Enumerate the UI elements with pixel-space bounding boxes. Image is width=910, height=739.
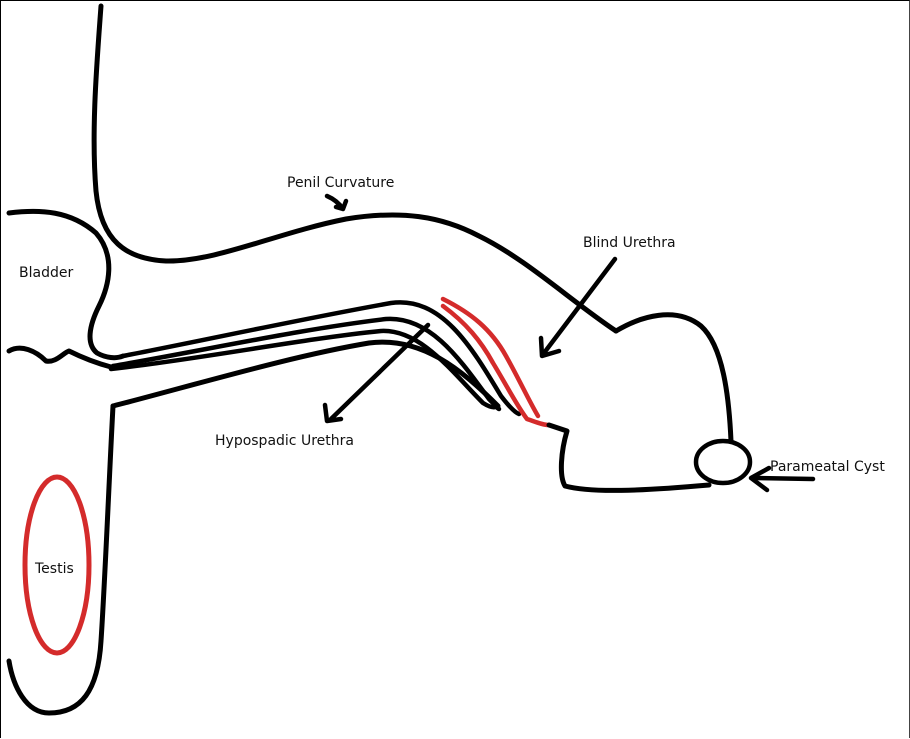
curvature-arrow — [327, 196, 346, 209]
body-contour-upper — [94, 6, 616, 331]
label-hypospadic-urethra: Hypospadic Urethra — [215, 433, 354, 449]
shaft-ventral-contour — [113, 342, 498, 406]
bladder-outline — [9, 211, 123, 357]
label-penil-curvature: Penil Curvature — [287, 175, 394, 191]
glans-outline-upper — [616, 315, 731, 441]
label-testis: Testis — [34, 561, 74, 577]
parameatal-cyst — [696, 441, 750, 483]
label-blind-urethra: Blind Urethra — [583, 235, 676, 251]
cyst-arrow-shaft — [753, 478, 813, 479]
label-parameatal-cyst: Parameatal Cyst — [770, 459, 885, 475]
urethra-line-inner — [111, 331, 497, 407]
label-bladder: Bladder — [19, 265, 73, 281]
blind-urethra-arrow-shaft — [544, 259, 615, 353]
urethra-line-middle — [113, 319, 499, 409]
hypospadic-arrow-shaft — [331, 325, 428, 419]
glans-outline-lower — [549, 425, 709, 490]
